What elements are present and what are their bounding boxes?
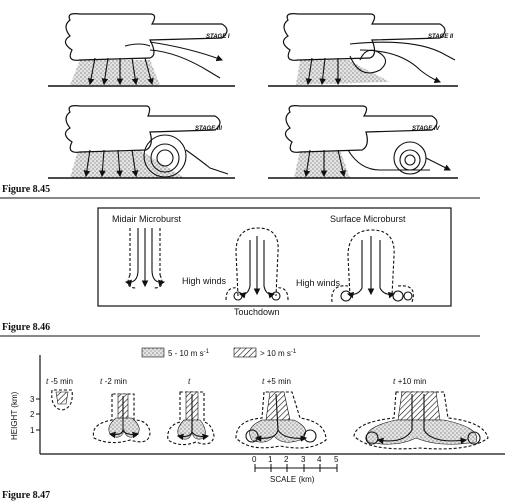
time-label-t2-t: t — [100, 376, 103, 386]
legend-low-sup: -1 — [204, 349, 210, 355]
high-winds-label-2: High winds — [296, 278, 341, 288]
scale-label: SCALE (km) — [270, 475, 315, 484]
touchdown-microburst-diagram — [225, 227, 289, 301]
svg-text:5 - 10 m s-1: 5 - 10 m s-1 — [168, 349, 210, 358]
microburst-t — [167, 391, 215, 446]
scale-tick-2: 2 — [284, 455, 289, 464]
figure-8-47-caption: Figure 8.47 — [2, 490, 50, 501]
time-label-t2: -2 min — [103, 377, 127, 386]
midair-microburst-diagram — [124, 228, 166, 289]
stage-4-panel: STAGE IV — [268, 105, 458, 179]
figure-8-45: STAGE I STAGE II — [0, 13, 480, 199]
microburst-t-plus-10 — [353, 391, 489, 450]
scale-tick-4: 4 — [317, 455, 322, 464]
time-label-t3-t: t — [188, 376, 191, 386]
microburst-t-minus-2 — [92, 393, 151, 444]
figure-8-46-caption: Figure 8.46 — [2, 322, 50, 333]
scale-bar: 0 1 2 3 4 5 SCALE (km) — [252, 455, 339, 484]
time-label-t1-t: t — [46, 376, 49, 386]
scale-tick-3: 3 — [301, 455, 306, 464]
stage-3-label: STAGE III — [195, 126, 222, 132]
y-axis-label: HEIGHT (km) — [10, 391, 19, 440]
microburst-t-plus-5 — [235, 391, 327, 449]
figure-8-46-frame — [97, 207, 452, 307]
touchdown-label: Touchdown — [234, 307, 280, 317]
high-winds-label-1: High winds — [182, 276, 227, 286]
svg-text:t: t — [188, 376, 191, 386]
svg-text:t -2 min: t -2 min — [100, 376, 127, 386]
svg-text:t +5 min: t +5 min — [262, 376, 291, 386]
svg-text:t -5 min: t -5 min — [46, 376, 73, 386]
stage-4-label: STAGE IV — [412, 126, 441, 132]
time-label-t4: +5 min — [265, 377, 291, 386]
legend-high-label: > 10 m s — [260, 349, 291, 358]
midair-title: Midair Microburst — [112, 214, 182, 224]
svg-text:t +10 min: t +10 min — [393, 376, 426, 386]
stage-1-panel: STAGE I — [48, 13, 235, 87]
y-tick-2: 2 — [30, 410, 35, 419]
scale-tick-0: 0 — [252, 455, 257, 464]
time-label-t1: -5 min — [49, 377, 73, 386]
scale-tick-1: 1 — [268, 455, 273, 464]
figure-8-46: Midair Microburst Surface Microburst — [0, 207, 480, 337]
stage-3-panel: STAGE III — [48, 105, 235, 179]
surface-microburst-diagram — [331, 229, 414, 303]
time-label-t5-t: t — [393, 376, 396, 386]
figure-8-47: 5 - 10 m s-1 > 10 m s-1 3 2 1 HEIGHT (km… — [2, 347, 505, 501]
svg-text:> 10 m s-1: > 10 m s-1 — [260, 349, 297, 358]
scale-tick-5: 5 — [334, 455, 339, 464]
stage-1-label: STAGE I — [206, 34, 230, 40]
y-tick-3: 3 — [30, 395, 35, 404]
stage-2-label: STAGE II — [428, 34, 454, 40]
y-tick-1: 1 — [30, 426, 35, 435]
legend-swatch-high — [233, 347, 257, 358]
legend-low-label: 5 - 10 m s — [168, 349, 204, 358]
surface-title: Surface Microburst — [330, 214, 406, 224]
figure-8-45-caption: Figure 8.45 — [2, 184, 50, 195]
stage-2-panel: STAGE II — [268, 13, 458, 87]
microburst-t-minus-5 — [51, 389, 73, 411]
time-label-t5: +10 min — [396, 377, 427, 386]
time-label-t4-t: t — [262, 376, 265, 386]
legend-high-sup: -1 — [291, 349, 297, 355]
legend-swatch-low — [141, 347, 165, 358]
